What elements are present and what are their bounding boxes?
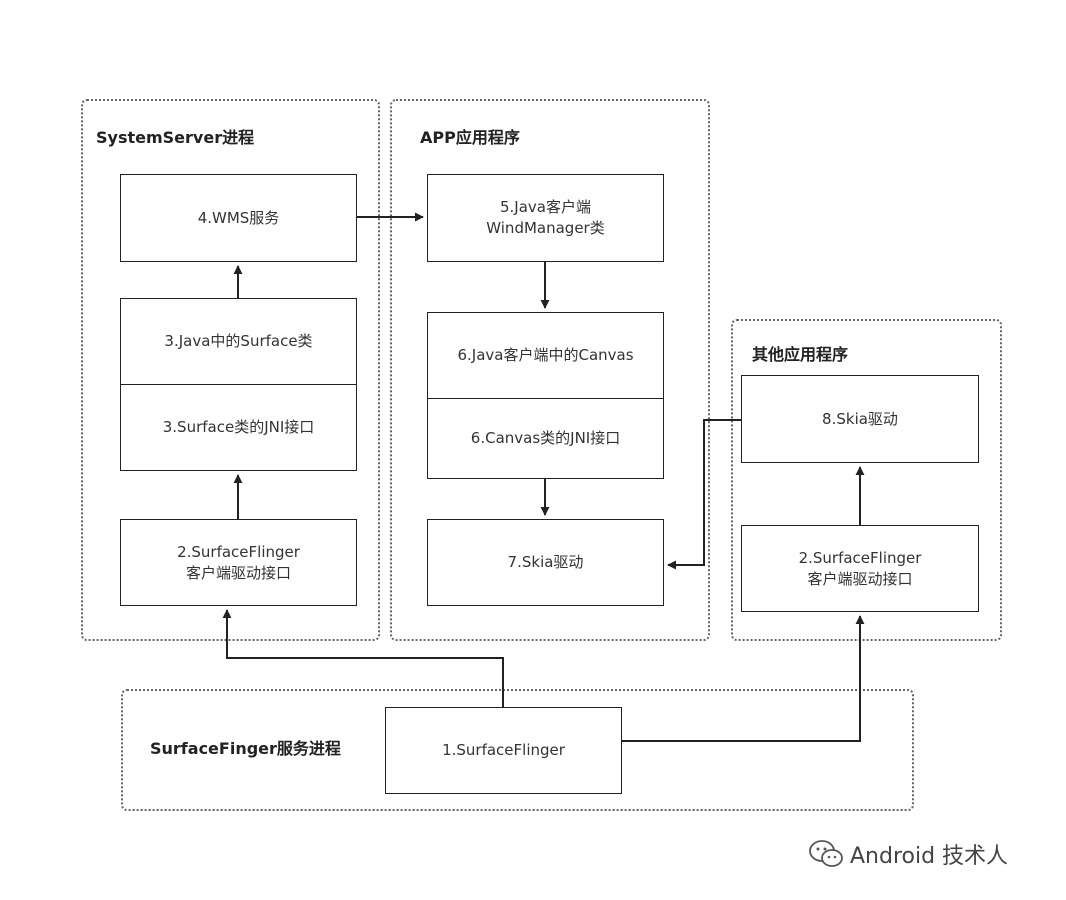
box-surfaceflinger-client-left: 2.SurfaceFlinger 客户端驱动接口 bbox=[120, 519, 357, 606]
box-skia-app: 7.Skia驱动 bbox=[427, 519, 664, 606]
group-title-other-app: 其他应用程序 bbox=[752, 345, 849, 364]
box-java-canvas: 6.Java客户端中的Canvas bbox=[427, 312, 664, 399]
group-other-app bbox=[731, 319, 1002, 641]
arrow-surfaceflinger-to-left-client bbox=[222, 609, 504, 707]
box-wms-service: 4.WMS服务 bbox=[120, 174, 357, 262]
group-title-system-server: SystemServer进程 bbox=[96, 128, 255, 147]
watermark: Android 技术人 bbox=[808, 838, 1008, 870]
box-surfaceflinger: 1.SurfaceFlinger bbox=[385, 707, 622, 794]
group-title-surfaceflinger-process: SurfaceFinger服务进程 bbox=[150, 739, 341, 758]
arrow-skia-other-to-skia-app bbox=[667, 419, 741, 570]
box-surface-jni: 3.Surface类的JNI接口 bbox=[120, 384, 357, 471]
group-app bbox=[390, 99, 710, 641]
box-canvas-jni: 6.Canvas类的JNI接口 bbox=[427, 398, 664, 479]
arrow-surfaceflinger-to-right-client bbox=[622, 615, 865, 742]
box-java-windmanager: 5.Java客户端 WindManager类 bbox=[427, 174, 664, 262]
box-skia-other: 8.Skia驱动 bbox=[741, 375, 979, 463]
wechat-icon bbox=[809, 840, 843, 867]
group-surfaceflinger-process bbox=[121, 689, 914, 811]
group-title-app: APP应用程序 bbox=[420, 128, 520, 147]
watermark-text: Android 技术人 bbox=[850, 844, 1009, 869]
box-surfaceflinger-client-right: 2.SurfaceFlinger 客户端驱动接口 bbox=[741, 525, 979, 612]
group-system-server bbox=[81, 99, 380, 641]
